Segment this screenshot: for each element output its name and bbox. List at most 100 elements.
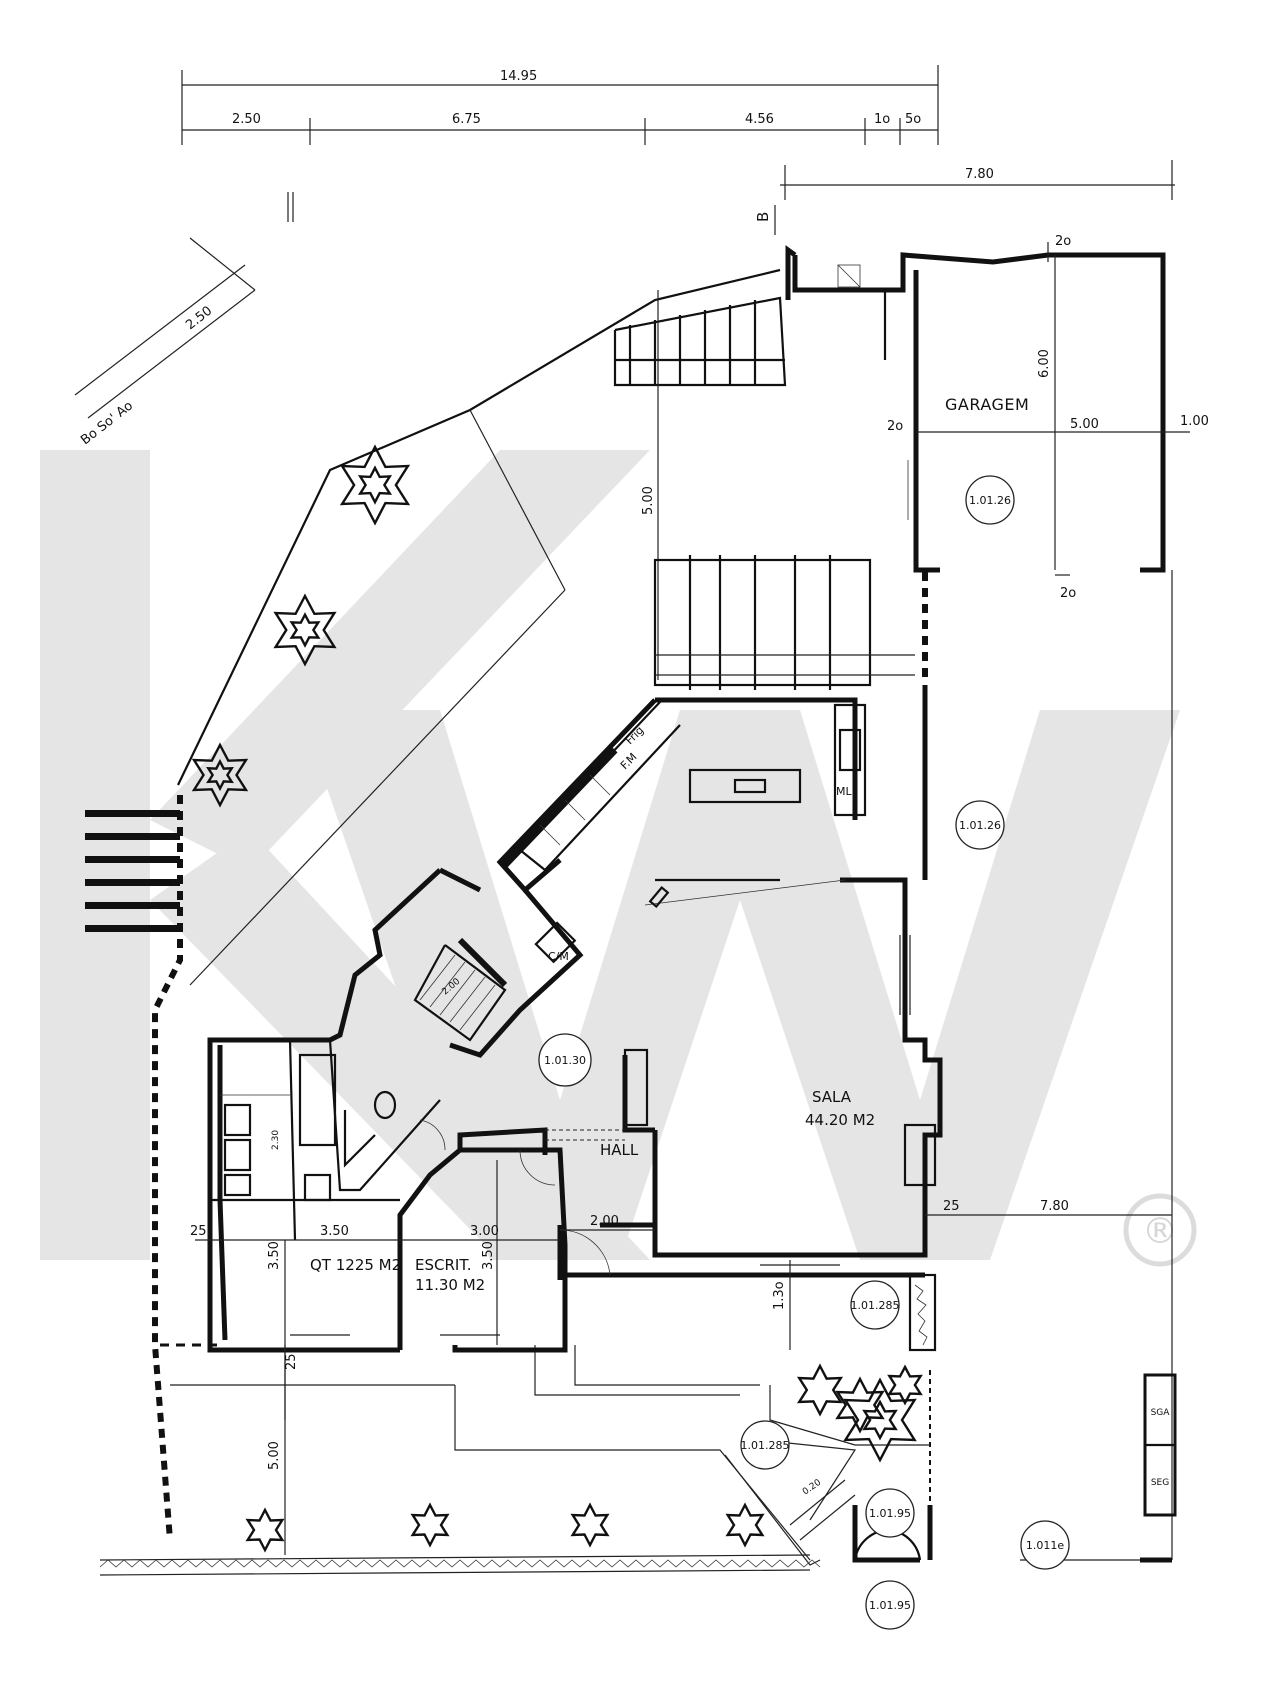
dim-segment-5: 5o — [905, 112, 921, 127]
bidet — [223, 1103, 252, 1137]
tree-star-7 — [725, 1502, 765, 1548]
dim-ramp: 0.20 — [801, 1478, 823, 1498]
side-yard-tag: 1.01.26 — [959, 819, 1001, 832]
office-label: ESCRIT. — [415, 1256, 471, 1274]
garden-path — [724, 1385, 930, 1566]
washer-label: ML — [836, 785, 852, 798]
planter — [908, 1273, 937, 1352]
lot-edge-label: Bo So' Ao — [78, 398, 136, 448]
tree-star-inner-10 — [862, 1399, 898, 1441]
dim-right-setback: 7.80 — [1040, 1199, 1069, 1214]
dim-segment-3: 4.56 — [745, 112, 774, 127]
tree-star-4 — [245, 1507, 285, 1553]
dim-office-width: 3.00 — [470, 1224, 499, 1239]
meter-1-label: SGA — [1151, 1408, 1171, 1418]
toilet — [223, 1138, 252, 1172]
bathtub — [298, 1053, 337, 1147]
dim-segment-1: 2.50 — [232, 112, 261, 127]
dim-yard-depth: 5.00 — [641, 486, 656, 515]
bedroom-label: QT 1225 M2 — [310, 1256, 401, 1274]
hall-tag: 1.01.30 — [544, 1054, 586, 1067]
sala-label: SALA — [812, 1088, 852, 1106]
tree-star-5 — [410, 1502, 450, 1548]
tree-star-inner-2 — [289, 612, 321, 648]
site-boundary — [170, 268, 1173, 1561]
dim-garage-right: 1.00 — [1180, 414, 1209, 429]
bathroom-fixtures — [220, 1053, 446, 1202]
garden-tag-circle — [740, 1420, 790, 1470]
garage-label: GARAGEM — [945, 395, 1029, 414]
terrace-tag: 1.01.285 — [851, 1299, 900, 1312]
garage-tag-circle — [965, 475, 1015, 525]
front-tag: 1.011e — [1026, 1539, 1064, 1552]
garden-tag: 1.01.285 — [741, 1439, 790, 1452]
dim-front-offset: 25 — [284, 1353, 299, 1370]
dim-front-yard: 5.00 — [267, 1441, 282, 1470]
dim-hall-width: 2.00 — [590, 1214, 619, 1229]
hall-closet — [623, 1048, 649, 1127]
section-axis: || — [278, 201, 287, 216]
side-yard-tag-circle — [955, 800, 1005, 850]
registered-mark — [1123, 1193, 1197, 1267]
tree-star-inner-1 — [357, 465, 393, 505]
basin — [223, 1173, 252, 1197]
dim-garage-wall-top: 2o — [1055, 234, 1071, 249]
tree-star-inner-3 — [206, 758, 234, 792]
dim-garage-width: 5.00 — [1070, 417, 1099, 432]
section-mark-b: B — [754, 212, 772, 222]
window-marks — [290, 935, 911, 1336]
tree-star-10 — [843, 1377, 917, 1463]
tree-star-1 — [339, 444, 411, 526]
dim-bath: 2.30 — [271, 1130, 281, 1150]
left-steps — [85, 810, 180, 932]
dim-garage-wall-bottom: 2o — [1060, 586, 1076, 601]
lower-pergola — [653, 555, 915, 690]
hall-tag-circle — [538, 1033, 592, 1087]
terrace-tag-circle — [850, 1280, 900, 1330]
tree-symbols — [191, 444, 923, 1553]
garage-tag: 1.01.26 — [969, 494, 1011, 507]
top-dimension-lines — [181, 65, 1175, 235]
tree-star-8 — [796, 1363, 844, 1417]
dim-garage-depth: 6.00 — [1037, 349, 1052, 378]
hall-door-swing — [559, 1229, 611, 1276]
garage — [785, 242, 1190, 576]
garage-storage-box — [837, 264, 861, 288]
oven-label: F.M — [618, 751, 640, 773]
gate-tag-circle — [865, 1488, 915, 1538]
dim-overall-width: 14.95 — [500, 69, 537, 84]
dim-bedroom-depth: 3.50 — [267, 1241, 282, 1270]
sala-area: 44.20 M2 — [805, 1111, 875, 1129]
kitchen-counter — [502, 701, 867, 964]
dim-terrace-depth: 1.3o — [772, 1281, 787, 1310]
dim-office-depth: 3.50 — [481, 1241, 496, 1270]
entry-tag-circle — [865, 1580, 915, 1630]
dim-garage-wall-left: 2o — [887, 419, 903, 434]
wc — [373, 1090, 397, 1120]
dim-segment-4: 1o — [874, 112, 890, 127]
upper-pergola — [613, 296, 787, 387]
entry-tag: 1.01.95 — [869, 1599, 911, 1612]
dim-segment-2: 6.75 — [452, 112, 481, 127]
cabinet — [303, 1173, 332, 1202]
cupboard-label: C/M — [548, 950, 569, 963]
fireplace — [903, 1123, 937, 1187]
tree-star-6 — [570, 1502, 610, 1548]
tree-star-9 — [835, 1376, 885, 1434]
kitchen-island — [688, 768, 802, 804]
planter-gravel — [914, 1284, 928, 1346]
hall-label: HALL — [600, 1141, 639, 1159]
meter-2-label: SEG — [1151, 1478, 1169, 1488]
front-gate — [852, 1505, 1172, 1563]
dim-garage-top: 7.80 — [965, 167, 994, 182]
gate-tag: 1.01.95 — [869, 1507, 911, 1520]
hedge-row — [99, 1554, 821, 1576]
dim-left-offset: 25 — [190, 1224, 207, 1239]
dim-bedroom-width: 3.50 — [320, 1224, 349, 1239]
tree-star-2 — [273, 593, 337, 667]
laundry-unit — [833, 703, 867, 817]
sala-edge-line — [644, 879, 846, 906]
diagonal-dimension — [74, 237, 256, 419]
tree-star-11 — [887, 1364, 923, 1406]
staircase — [413, 937, 508, 1042]
